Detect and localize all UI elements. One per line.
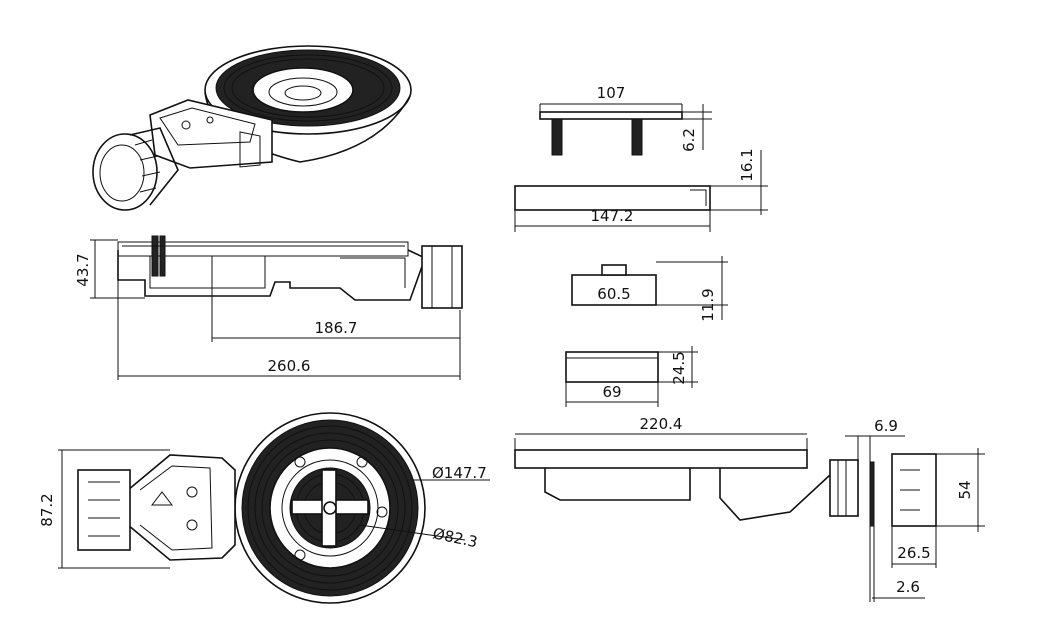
cover-view: 147.2 16.1 <box>514 148 768 232</box>
pin-height-label: 6.2 <box>680 128 698 152</box>
inner-diameter-label: Ø82.3 <box>431 524 479 551</box>
width-label: 87.2 <box>38 493 56 526</box>
side-section-view <box>117 235 463 309</box>
nut-gap-label: 6.9 <box>874 417 898 435</box>
cup-width-label: 69 <box>602 383 621 401</box>
nut-length-label: 26.5 <box>897 544 930 562</box>
small-part-view: 60.5 11.9 <box>571 256 728 322</box>
small-height-label: 11.9 <box>699 288 717 321</box>
inner-length-label: 186.7 <box>315 319 358 337</box>
isometric-view <box>92 45 412 211</box>
side-dimensions: 43.7 186.7 260.6 <box>74 239 461 380</box>
grate-span-label: 107 <box>597 84 626 102</box>
cup-height-label: 24.5 <box>670 351 688 384</box>
side-assembly-view: 220.4 6.9 54 26.5 2.6 <box>514 415 985 602</box>
washer-thickness-label: 2.6 <box>896 578 920 596</box>
nut-diameter-label: 54 <box>956 480 974 499</box>
outer-diameter-label: Ø147.7 <box>432 464 487 482</box>
side-length-label: 220.4 <box>640 415 683 433</box>
overall-length-label: 260.6 <box>268 357 311 375</box>
cup-view: 69 24.5 <box>565 346 698 407</box>
small-width-label: 60.5 <box>597 285 630 303</box>
cover-height-label: 16.1 <box>738 148 756 181</box>
cover-length-label: 147.2 <box>591 207 634 225</box>
overall-height-label: 43.7 <box>74 253 92 286</box>
grate-view: 107 6.2 <box>539 84 712 156</box>
top-view <box>77 412 490 604</box>
